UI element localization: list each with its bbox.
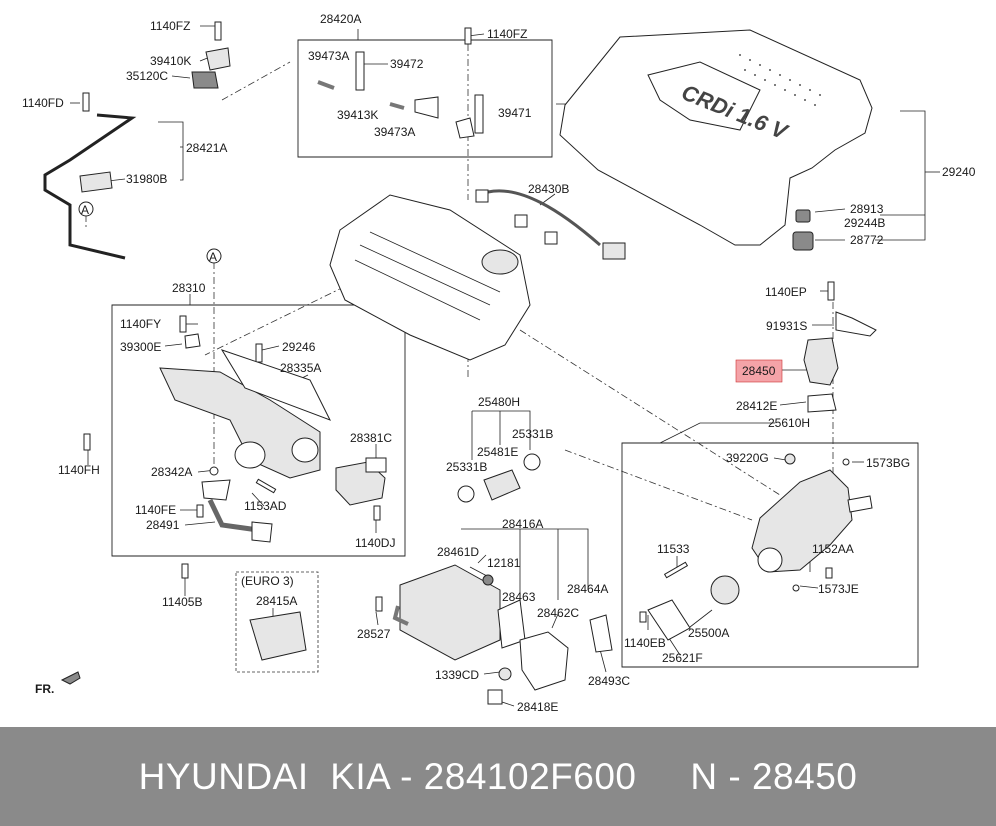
label-25480h: 25480H xyxy=(478,395,520,409)
label-29240: 29240 xyxy=(942,165,976,179)
label-39413k: 39413K xyxy=(337,108,378,122)
label-euro3: (EURO 3) xyxy=(241,574,294,588)
parts-diagram: CRDi 1.6 V A xyxy=(22,12,976,714)
label-25331b-b: 25331B xyxy=(446,460,487,474)
label-25481e: 25481E xyxy=(477,445,518,459)
label-28415a: 28415A xyxy=(256,594,297,608)
label-28418e: 28418E xyxy=(517,700,558,714)
label-28462c: 28462C xyxy=(537,606,579,620)
label-28464a: 28464A xyxy=(567,582,608,596)
egr-cooler xyxy=(399,564,501,661)
label-1573bg: 1573BG xyxy=(866,456,910,470)
label-39300e: 39300E xyxy=(120,340,161,354)
label-39220g: 39220G xyxy=(726,451,769,465)
label-1140ep: 1140EP xyxy=(765,285,807,299)
label-25610h: 25610H xyxy=(768,416,810,430)
footer-bar: HYUNDAI KIA - 284102F600 N - 28450 xyxy=(0,727,996,826)
label-fr: FR. xyxy=(35,682,54,696)
engine-cover xyxy=(559,29,873,246)
label-29244b: 29244B xyxy=(844,216,885,230)
label-11405b: 11405B xyxy=(162,595,202,609)
label-28527: 28527 xyxy=(357,627,391,641)
label-39473a-a: 39473A xyxy=(308,49,349,63)
label-12181: 12181 xyxy=(487,556,521,570)
box-euro3 xyxy=(235,571,319,673)
label-28491: 28491 xyxy=(146,518,180,532)
highlight-28450 xyxy=(735,359,783,383)
label-28381c: 28381C xyxy=(350,431,392,445)
label-29246: 29246 xyxy=(282,340,316,354)
label-1152aa: 1152AA xyxy=(812,542,854,556)
label-28461d: 28461D xyxy=(437,545,479,559)
label-39473a-b: 39473A xyxy=(374,125,415,139)
diagram-canvas: CRDi 1.6 V A xyxy=(22,12,976,714)
label-25621f: 25621F xyxy=(662,651,703,665)
egr-valve-28450 xyxy=(803,337,839,386)
label-31980b: 31980B xyxy=(126,172,167,186)
label-91931s: 91931S xyxy=(766,319,807,333)
label-28335a: 28335A xyxy=(280,361,321,375)
label-11533: 11533 xyxy=(657,542,690,556)
ref-a-1: A xyxy=(81,203,89,217)
label-1140fh: 1140FH xyxy=(58,463,100,477)
box-25610h xyxy=(621,442,919,668)
label-28450: 28450 xyxy=(742,364,776,378)
label-28342a: 28342A xyxy=(151,465,192,479)
ref-a-2: A xyxy=(209,250,217,264)
label-25331b-a: 25331B xyxy=(512,427,553,441)
label-28416a: 28416A xyxy=(502,517,543,531)
label-28421a: 28421A xyxy=(186,141,227,155)
label-1140dj: 1140DJ xyxy=(355,536,395,550)
label-1140fz-a: 1140FZ xyxy=(150,19,190,33)
label-28463: 28463 xyxy=(502,590,536,604)
label-39471: 39471 xyxy=(498,106,532,120)
label-28412e: 28412E xyxy=(736,399,777,413)
label-39472: 39472 xyxy=(390,57,424,71)
label-28913: 28913 xyxy=(850,202,884,216)
label-1140fy: 1140FY xyxy=(120,317,161,331)
label-28430b: 28430B xyxy=(528,182,569,196)
label-28493c: 28493C xyxy=(588,674,630,688)
label-1140eb: 1140EB xyxy=(624,636,666,650)
label-1573je: 1573JE xyxy=(818,582,859,596)
label-28310: 28310 xyxy=(172,281,206,295)
label-28772: 28772 xyxy=(850,233,884,247)
label-25500a: 25500A xyxy=(688,626,729,640)
label-28420a: 28420A xyxy=(320,12,361,26)
label-1153ad: 1153AD xyxy=(244,499,287,513)
label-1140fe: 1140FE xyxy=(135,503,176,517)
label-39410k: 39410K xyxy=(150,54,191,68)
label-1140fz-b: 1140FZ xyxy=(487,27,527,41)
part-number-caption: HYUNDAI KIA - 284102F600 N - 28450 xyxy=(138,756,858,797)
label-35120c: 35120C xyxy=(126,69,168,83)
label-1339cd: 1339CD xyxy=(435,668,479,682)
label-1140fd: 1140FD xyxy=(22,96,64,110)
